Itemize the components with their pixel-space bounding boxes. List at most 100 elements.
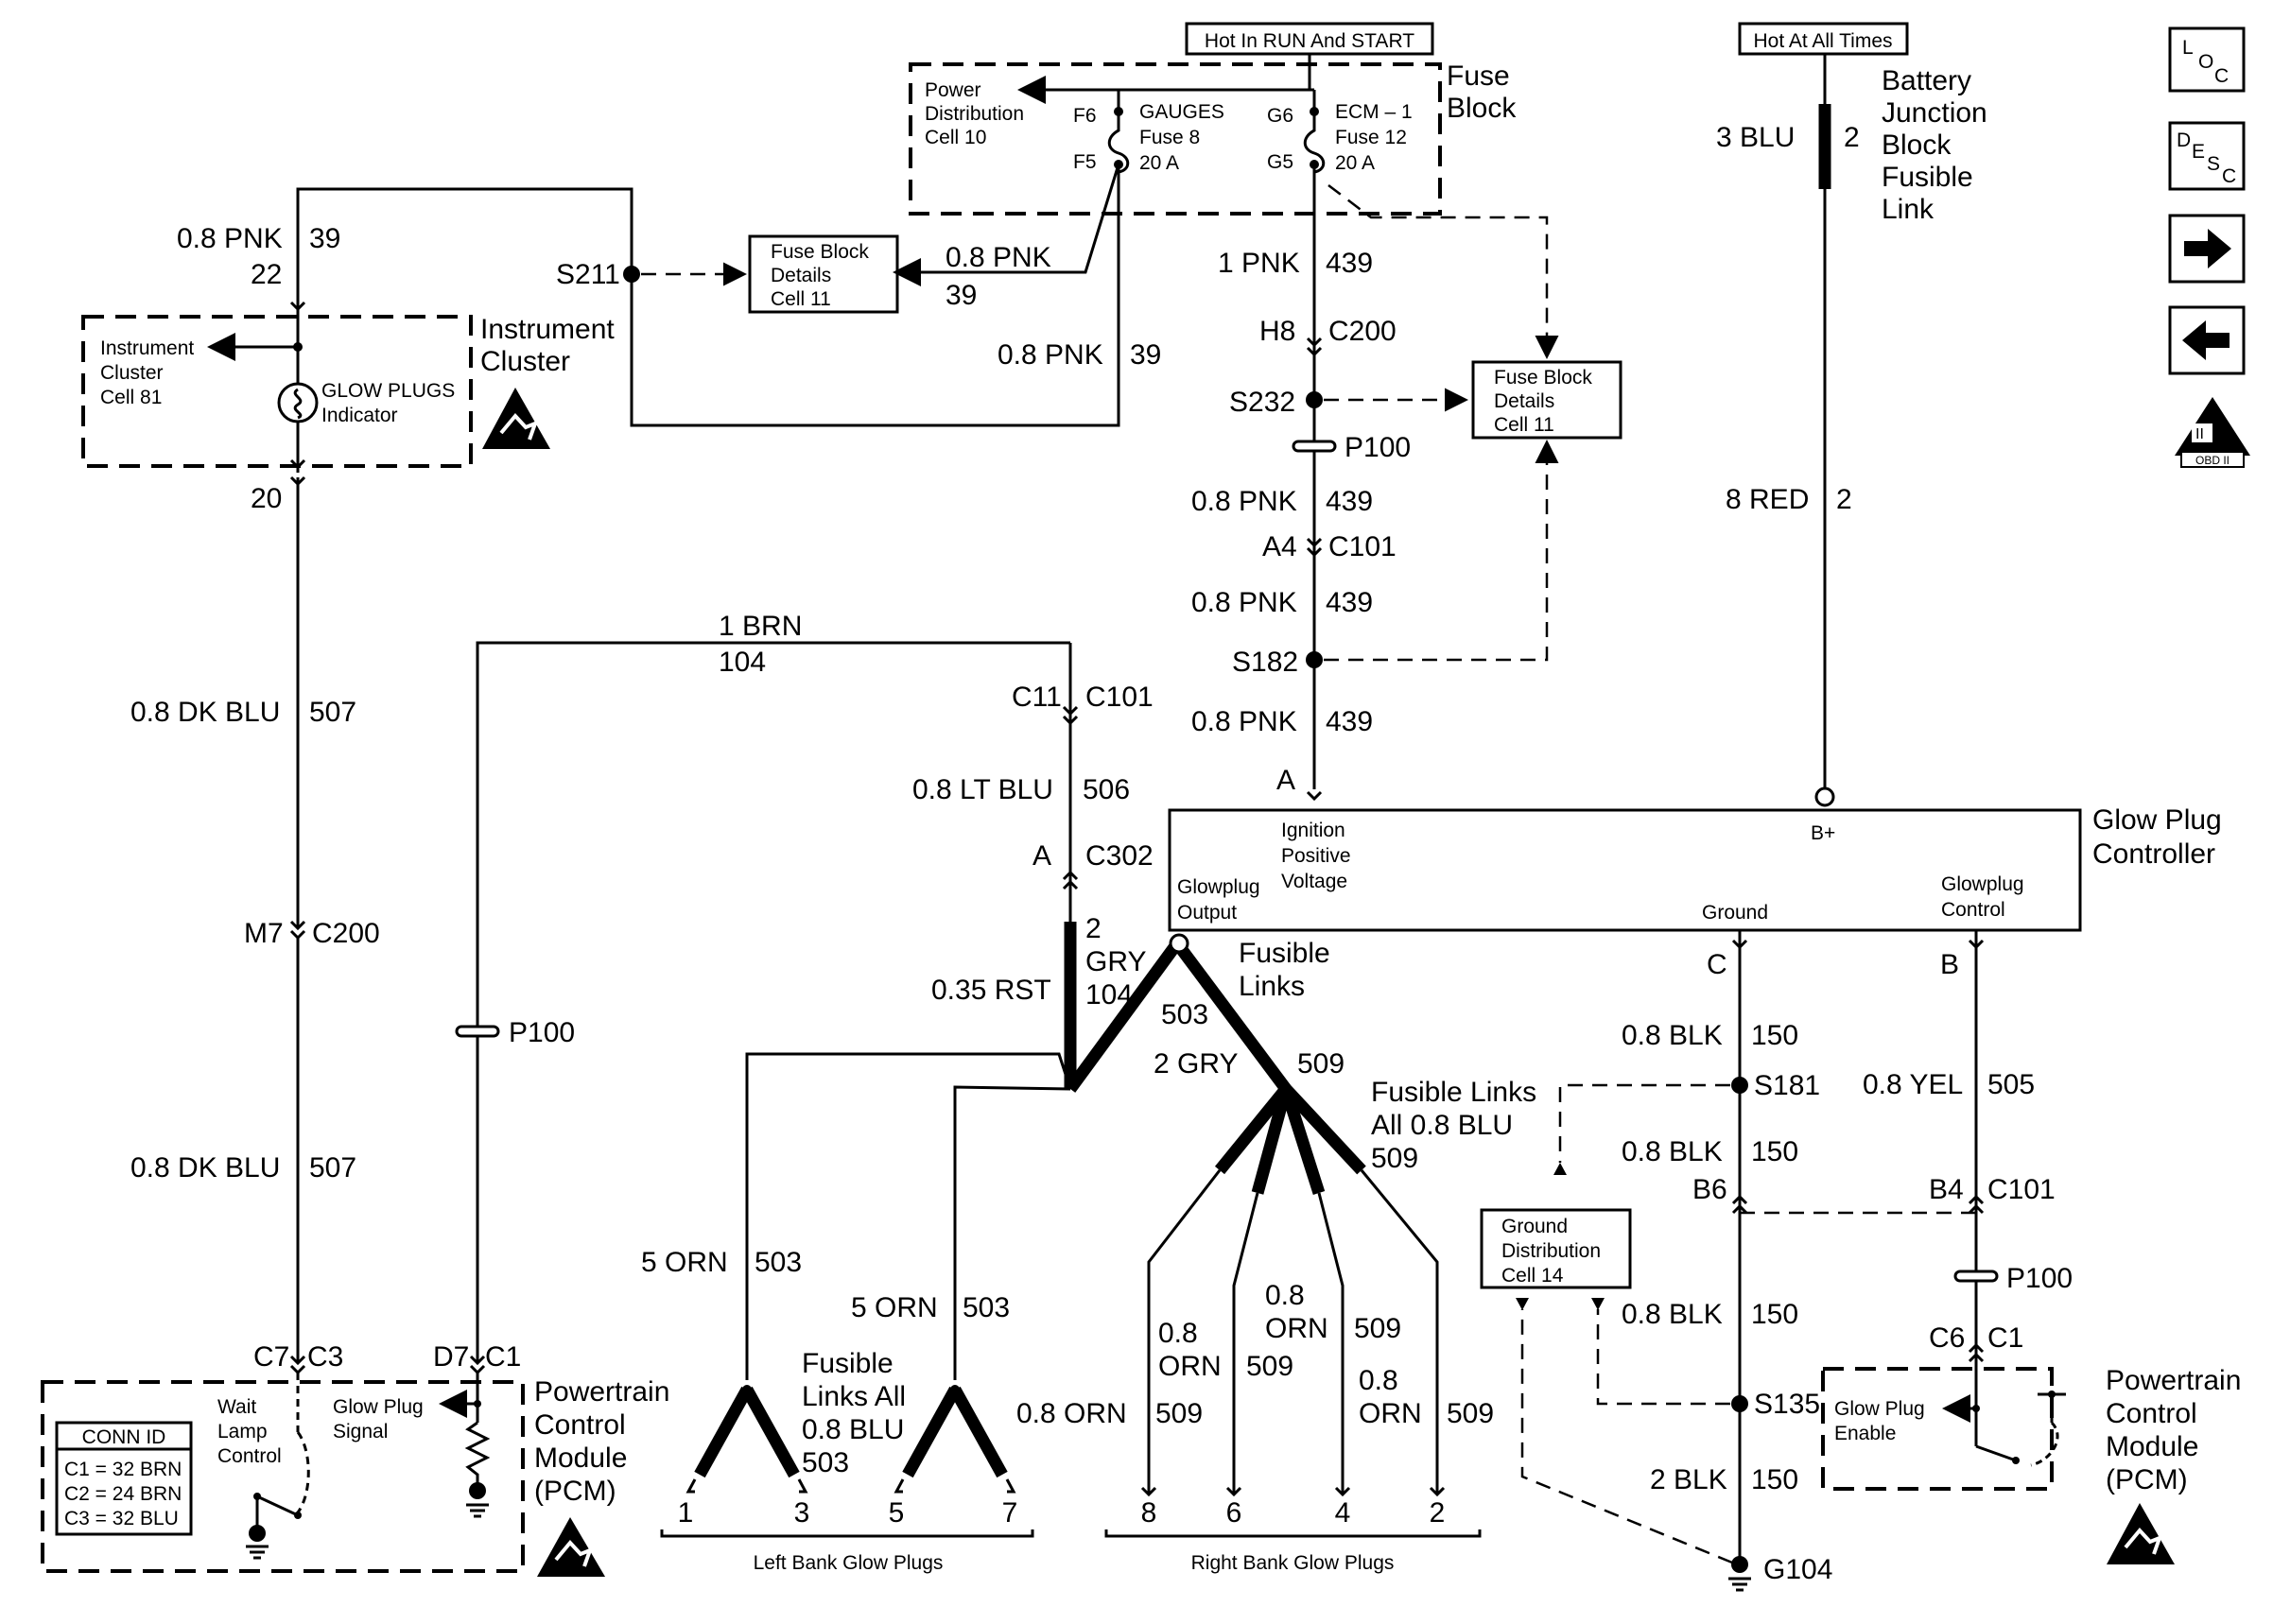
- gry509-size: 2 GRY: [1154, 1048, 1239, 1080]
- pnk439-1-size: 1 PNK: [1218, 248, 1300, 279]
- fuse-details-right-3: Cell 11: [1494, 414, 1554, 436]
- orn-left2-ckt: 503: [963, 1292, 1010, 1323]
- pnk39-top-ckt: 39: [309, 223, 340, 254]
- pnk39-top-size: 0.8 PNK: [177, 223, 283, 254]
- pcm-right-title-2: Control: [2106, 1398, 2197, 1429]
- right-pin-2: 2: [1430, 1497, 1446, 1529]
- p100-passthrough: [1292, 440, 1337, 453]
- c200-label: C200: [1328, 316, 1397, 347]
- pcm-right-title-3: Module: [2106, 1431, 2198, 1462]
- fuse-details-right-box: [1471, 360, 1622, 440]
- gpc-ign-2: Positive: [1281, 845, 1351, 867]
- pnk39-right-ckt: 39: [1130, 339, 1161, 371]
- hot-run-start-label: Hot In RUN And START: [1205, 30, 1414, 52]
- battery-line-3: Block: [1882, 130, 1952, 161]
- obd-ii-icon[interactable]: II OBD II: [2175, 397, 2250, 468]
- red-ckt: 2: [1836, 484, 1852, 515]
- c101c-label: C101: [1987, 1174, 2056, 1205]
- orn-r2-size-1: 0.8: [1158, 1318, 1198, 1349]
- esd-icon-cluster: [482, 388, 550, 449]
- ground-dist-arrow-up: [1553, 1163, 1567, 1175]
- gauges-pin-top: F6: [1073, 105, 1097, 127]
- left-bank-bracket: [660, 1529, 1034, 1538]
- ground-dist-3: Cell 14: [1501, 1265, 1564, 1287]
- pnk39-mid-size: 0.8 PNK: [946, 242, 1051, 273]
- pnk439-4-ckt: 439: [1326, 706, 1373, 737]
- fusible-top-1: Fusible: [1239, 938, 1330, 969]
- c1b-label: C1: [1987, 1322, 2023, 1354]
- orn-r3-ckt: 509: [1354, 1313, 1401, 1344]
- glow-signal-resistor-icon: [439, 1373, 491, 1518]
- s135-label: S135: [1754, 1389, 1820, 1420]
- orn-left2-size: 5 ORN: [851, 1292, 938, 1323]
- d7-label: D7: [433, 1341, 469, 1373]
- a4-label: A4: [1262, 531, 1297, 562]
- battery-line-5: Link: [1882, 194, 1935, 225]
- fusible-left-4: 503: [802, 1447, 849, 1478]
- wait-lamp-switch-icon: [246, 1373, 310, 1560]
- ground-dist-box: [1480, 1208, 1632, 1289]
- gpc-ground: Ground: [1702, 902, 1768, 924]
- ground-dist-arrow-2: [1516, 1298, 1529, 1310]
- ground-dist-arrow-1: [1591, 1298, 1605, 1310]
- blk3-ckt: 150: [1751, 1299, 1798, 1330]
- conn-id-row-1: C1 = 32 BRN: [64, 1459, 182, 1480]
- c101-label: C101: [1328, 531, 1397, 562]
- s181-label: S181: [1754, 1070, 1820, 1101]
- gpc-ign-3: Voltage: [1281, 871, 1347, 892]
- svg-text:O: O: [2198, 51, 2213, 73]
- glow-plugs-indicator-label-2: Indicator: [321, 405, 398, 426]
- loc-icon[interactable]: L O C: [2168, 26, 2246, 93]
- conn-id-row-3: C3 = 32 BLU: [64, 1508, 179, 1529]
- gauges-to-cluster-wire: [296, 164, 1120, 427]
- ground-dist-2: Distribution: [1501, 1240, 1601, 1262]
- next-arrow-icon[interactable]: [2168, 214, 2246, 284]
- c101b-label: C101: [1085, 682, 1154, 713]
- fuse-block-title-1: Fuse: [1447, 60, 1510, 92]
- g104-ground-icon: [1728, 1556, 1751, 1592]
- gpc-title-2: Controller: [2092, 838, 2215, 870]
- right-bank-bracket: [1104, 1529, 1482, 1538]
- svg-text:II: II: [2195, 426, 2204, 442]
- fuse-details-right-1: Fuse Block: [1494, 367, 1592, 389]
- pcm-left-title-3: Module: [534, 1443, 627, 1474]
- dkblu-1-size: 0.8 DK BLU: [130, 697, 280, 728]
- prev-arrow-icon[interactable]: [2168, 305, 2246, 375]
- ecm-fuse-amp: 20 A: [1335, 152, 1375, 174]
- s182-splice: [1306, 651, 1323, 668]
- gauges-fuse-icon: [1107, 112, 1130, 174]
- power-dist-1: Power: [925, 79, 981, 101]
- c6-label: C6: [1929, 1322, 1965, 1354]
- pcm-left-title-4: (PCM): [534, 1476, 616, 1507]
- gpc-control-1: Glowplug: [1941, 873, 2024, 895]
- glowplug-output-terminal: [1169, 933, 1189, 954]
- glow-plug-controller-box: [1168, 808, 2082, 932]
- gpc-output-1: Glowplug: [1177, 876, 1260, 898]
- h8-label: H8: [1259, 316, 1295, 347]
- c11-label: C11: [1012, 682, 1062, 713]
- fuse-block-outline: [909, 62, 1442, 216]
- fusible-left-1: Fusible: [802, 1348, 894, 1379]
- orn-r4-ckt: 509: [1447, 1398, 1494, 1429]
- gpc-bplus: B+: [1811, 822, 1835, 844]
- cluster-cell-1: Instrument: [100, 337, 194, 359]
- battery-line-1: Battery: [1882, 65, 1971, 96]
- pnk39-right-size: 0.8 PNK: [998, 339, 1103, 371]
- pnk439-4-size: 0.8 PNK: [1191, 706, 1297, 737]
- battery-wire-size: 3 BLU: [1716, 122, 1795, 153]
- ecm-fuse-icon: [1303, 112, 1326, 174]
- ecm-pin-top: G6: [1267, 105, 1293, 127]
- gauges-fuse-number: Fuse 8: [1139, 127, 1200, 148]
- esd-icon-pcm-right: [2107, 1503, 2175, 1564]
- p100b-passthrough: [455, 1025, 500, 1038]
- desc-icon[interactable]: D E S C: [2168, 121, 2246, 191]
- fusible-top-2: Links: [1239, 971, 1305, 1002]
- conn-id-table: [55, 1421, 193, 1536]
- gry509-ckt: 509: [1297, 1048, 1345, 1080]
- yel-size: 0.8 YEL: [1863, 1069, 1963, 1100]
- c7-label: C7: [253, 1341, 289, 1373]
- conn-id-row-2: C2 = 24 BRN: [64, 1483, 182, 1505]
- p100c-label: P100: [2006, 1263, 2073, 1294]
- orn-r3-size-1: 0.8: [1265, 1280, 1305, 1311]
